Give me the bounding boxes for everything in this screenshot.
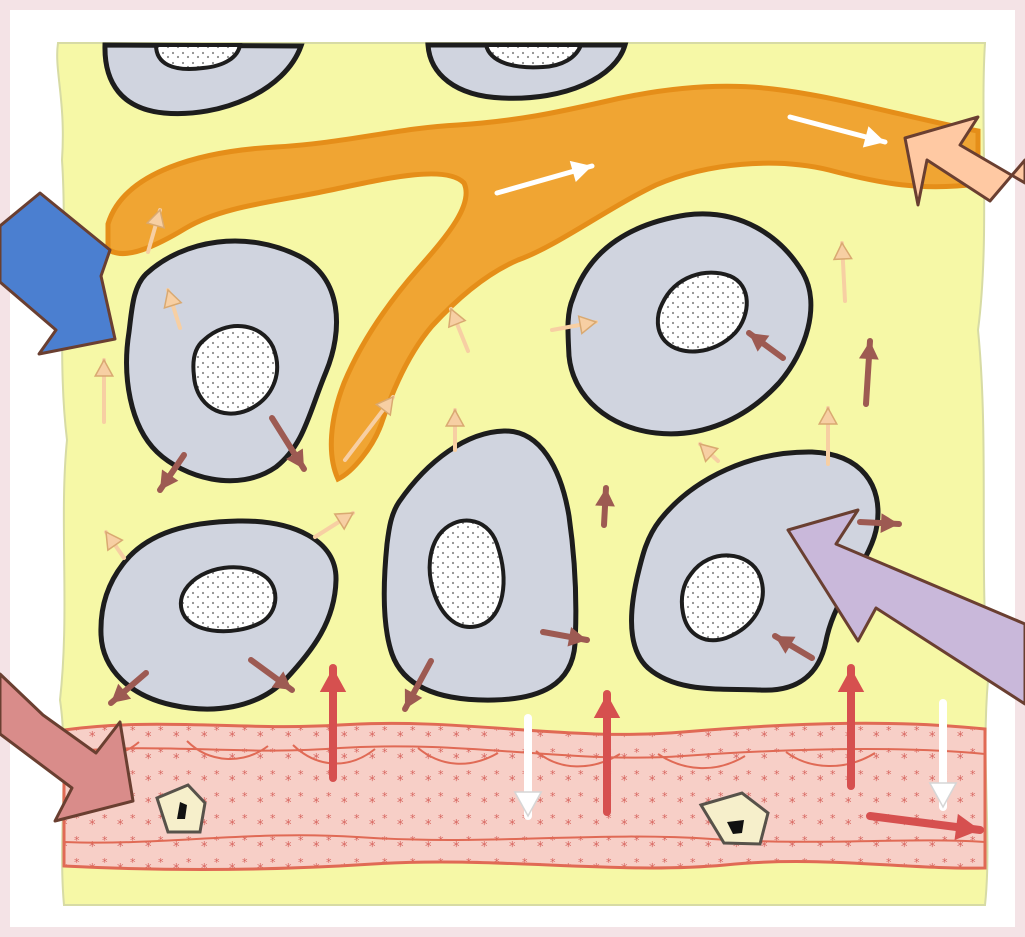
nucleus-bottom-center bbox=[430, 521, 504, 627]
nucleus-bottom-left bbox=[181, 567, 275, 631]
nucleus-middle-left bbox=[193, 326, 277, 414]
